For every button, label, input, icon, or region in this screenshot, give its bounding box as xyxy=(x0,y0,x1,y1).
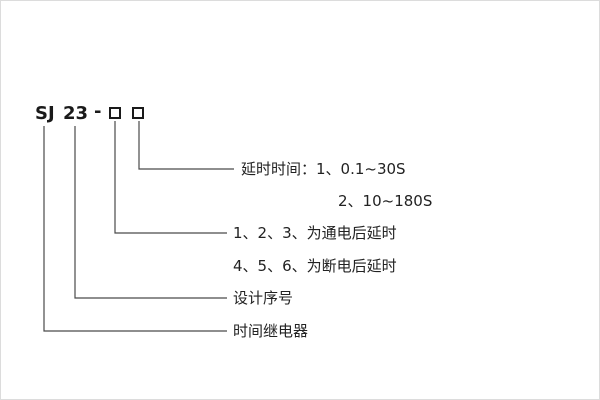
label-design-number: 设计序号 xyxy=(233,289,294,307)
model-separator: - xyxy=(94,101,102,122)
code-box-1 xyxy=(109,107,121,119)
label-delay-time-range-2: 2、10~180S xyxy=(338,192,433,210)
model-prefix: SJ xyxy=(35,103,55,124)
code-box-2 xyxy=(132,107,144,119)
line-time-relay xyxy=(43,126,227,332)
label-delay-time-range-1: 延时时间：1、0.1~30S xyxy=(241,160,406,178)
line-delay-time xyxy=(138,121,234,170)
model-series: 23 xyxy=(63,103,89,124)
label-power-off-delay: 4、5、6、为断电后延时 xyxy=(233,257,397,275)
line-design-number xyxy=(74,126,227,299)
label-power-on-delay: 1、2、3、为通电后延时 xyxy=(233,224,397,242)
line-delay-mode xyxy=(114,121,227,234)
label-time-relay: 时间继电器 xyxy=(233,322,309,340)
